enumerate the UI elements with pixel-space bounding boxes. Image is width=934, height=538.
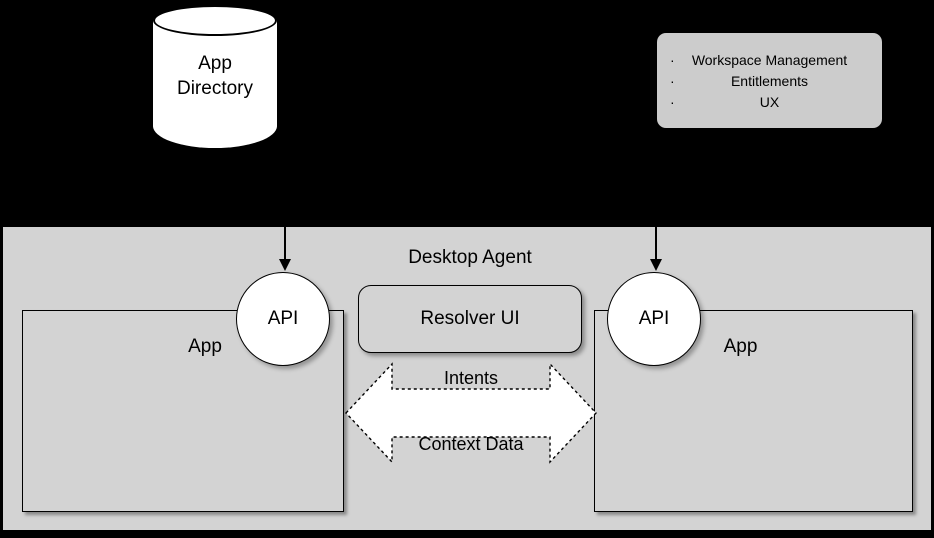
connector-arrow-right — [648, 227, 664, 273]
arrow-shaft — [655, 227, 657, 263]
double-headed-arrow-icon — [345, 362, 597, 464]
bullet-icon: · — [670, 94, 675, 110]
arrow-head-icon — [279, 259, 291, 271]
legend-item-entitlements: · Entitlements — [657, 71, 882, 92]
api-circle-right[interactable]: API — [607, 272, 701, 366]
app-directory-label: App Directory — [176, 53, 253, 99]
legend-item-label: Entitlements — [730, 73, 809, 89]
legend-box[interactable]: · Workspace Management · Entitlements · … — [657, 33, 882, 128]
cylinder-body — [153, 20, 277, 148]
bullet-icon: · — [670, 52, 675, 68]
legend-item-label: UX — [759, 94, 780, 110]
app-label-left: App — [188, 336, 222, 357]
legend-list: · Workspace Management · Entitlements · … — [657, 50, 882, 113]
arrow-label-context-data: Context Data — [418, 434, 524, 454]
bidirectional-arrow: Intents Context Data — [344, 358, 598, 468]
app-directory-cylinder[interactable]: App Directory — [153, 5, 277, 148]
arrow-shaft — [284, 227, 286, 263]
app-label-right: App — [723, 336, 758, 357]
cylinder-top-ellipse — [153, 5, 277, 36]
desktop-agent-title: Desktop Agent — [408, 247, 532, 268]
bullet-icon: · — [670, 73, 675, 89]
connector-arrow-left — [277, 227, 293, 273]
api-circle-left[interactable]: API — [236, 272, 330, 366]
legend-item-ux: · UX — [657, 92, 882, 113]
arrow-head-icon — [650, 259, 662, 271]
legend-item-workspace-management: · Workspace Management — [657, 50, 882, 71]
legend-item-label: Workspace Management — [691, 52, 848, 68]
arrow-label-intents: Intents — [443, 368, 499, 388]
resolver-ui-box[interactable]: Resolver UI — [358, 285, 582, 353]
